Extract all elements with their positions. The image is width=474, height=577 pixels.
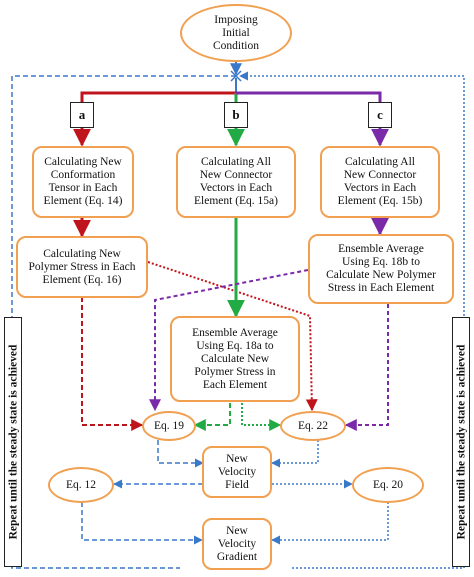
start-node: Imposing Initial Condition bbox=[180, 4, 292, 62]
a2-to-eq19-connector bbox=[81, 297, 144, 431]
connector-vectors-a-box: Calculating All New Connector Vectors in… bbox=[176, 146, 296, 218]
repeat-label-left-text: Repeat until the steady state is achieve… bbox=[7, 344, 19, 540]
conformation-tensor-box: Calculating New Conformation Tensor in E… bbox=[32, 146, 134, 218]
connector-vectors-b-box: Calculating All New Connector Vectors in… bbox=[320, 146, 440, 218]
b2-to-eq22-connector bbox=[241, 403, 282, 431]
eq22-node: Eq. 22 bbox=[280, 411, 346, 441]
repeat-label-right-text: Repeat until the steady state is achieve… bbox=[455, 344, 467, 540]
eq12-to-grad-connector bbox=[81, 502, 203, 545]
b2-to-eq19-connector bbox=[193, 403, 231, 431]
c2-to-eq19-connector bbox=[149, 269, 309, 412]
branch-tag-b: b bbox=[224, 102, 248, 128]
velocity-gradient-box: New Velocity Gradient bbox=[202, 518, 272, 570]
velocity-field-box: New Velocity Field bbox=[202, 446, 272, 498]
loop-left-path bbox=[11, 75, 236, 569]
branch-a-connector bbox=[73, 91, 236, 147]
junction-mark bbox=[230, 70, 242, 82]
polymer-stress-box: Calculating New Polymer Stress in Each E… bbox=[16, 236, 148, 298]
eq20-to-grad-connector bbox=[271, 502, 389, 545]
ensemble-average-a-box: Ensemble Average Using Eq. 18a to Calcul… bbox=[170, 316, 300, 402]
ensemble-average-b-box: Ensemble Average Using Eq. 18b to Calcul… bbox=[308, 234, 454, 304]
repeat-label-left: Repeat until the steady state is achieve… bbox=[4, 317, 22, 567]
eq12-node: Eq. 12 bbox=[48, 467, 114, 503]
a2-to-eq22-connector bbox=[147, 261, 318, 412]
branch-tag-c: c bbox=[368, 102, 392, 128]
branch-tag-a: a bbox=[70, 102, 94, 128]
eq22-to-vel-connector bbox=[271, 440, 319, 468]
c2-to-eq22-connector bbox=[344, 304, 389, 431]
repeat-label-right: Repeat until the steady state is achieve… bbox=[452, 317, 470, 567]
eq20-node: Eq. 20 bbox=[352, 467, 424, 503]
eq19-to-vel-connector bbox=[157, 440, 204, 468]
branch-c-connector bbox=[236, 91, 389, 147]
eq19-node: Eq. 19 bbox=[142, 411, 196, 441]
